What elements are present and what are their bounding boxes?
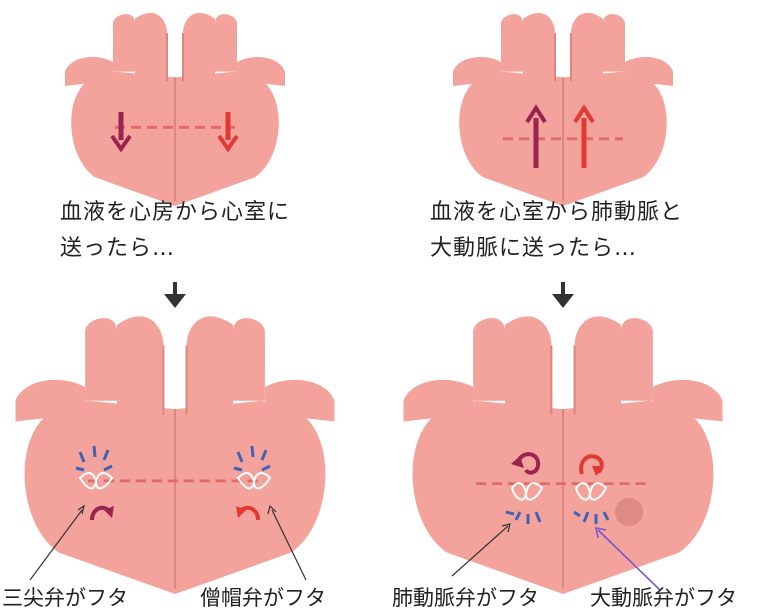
label-tricuspid: 三尖弁がフタ — [2, 582, 128, 612]
heart-ventricular-systole — [453, 13, 673, 206]
step-down-arrow-icon — [164, 282, 186, 308]
step-down-arrow-icon — [552, 282, 574, 308]
heart-av-valves-closed — [15, 316, 334, 594]
caption-right-line2: 大動脈に送ったら… — [430, 232, 637, 265]
label-mitral: 僧帽弁がフタ — [200, 582, 326, 612]
highlight-dot — [615, 498, 643, 526]
heart-atrial-systole — [65, 13, 285, 206]
heart-semilunar-valves-closed — [404, 316, 723, 594]
label-aortic: 大動脈弁がフタ — [590, 582, 737, 612]
caption-right-line1: 血液を心室から肺動脈と — [430, 196, 683, 229]
label-pulmonary: 肺動脈弁がフタ — [392, 582, 539, 612]
caption-left-line2: 送ったら… — [60, 232, 175, 265]
caption-left-line1: 血液を心房から心室に — [60, 196, 290, 229]
